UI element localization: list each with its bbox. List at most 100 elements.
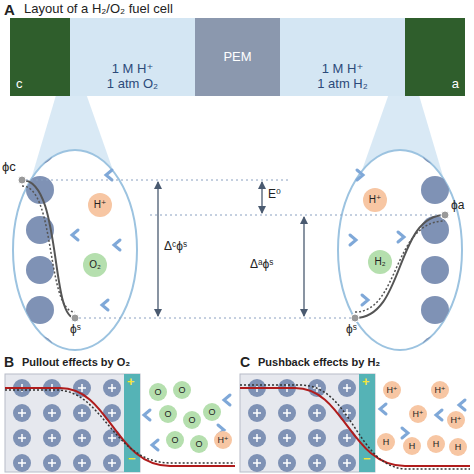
potential-curve <box>22 180 75 318</box>
hydrogen-atom: H <box>449 438 467 456</box>
circle-text: H₂ <box>374 256 385 268</box>
circle-text: O <box>171 435 178 445</box>
circle-text: H <box>433 439 440 449</box>
cathode-electrode: c <box>10 18 70 96</box>
cation-sign <box>78 434 86 442</box>
cation-sign <box>108 384 116 392</box>
hydrogen-atom: H <box>377 433 395 451</box>
cation <box>248 454 266 472</box>
cation <box>73 454 91 472</box>
cation-sign <box>313 409 321 417</box>
panel-letter: B <box>4 354 14 370</box>
cation <box>43 404 61 422</box>
cation-sign <box>253 434 261 442</box>
potential-curve <box>22 186 75 312</box>
cation-sign <box>78 459 86 467</box>
anode-electrode: a <box>405 18 465 96</box>
proton-circle: H⁺ <box>88 193 112 217</box>
cation-sign <box>18 459 26 467</box>
oxygen-atom: O <box>190 435 208 453</box>
potential-label: ϕc <box>2 160 16 175</box>
cation <box>103 429 121 447</box>
proton-circle: H⁺ <box>409 405 427 423</box>
electrode-atom <box>421 216 449 244</box>
potential-label: ϕˢ <box>70 323 81 337</box>
panel-letter: C <box>240 354 250 370</box>
cation <box>73 404 91 422</box>
cation <box>13 454 31 472</box>
hydrogen-atom: H <box>403 437 421 455</box>
circle-text: H⁺ <box>217 435 228 445</box>
cation-sign <box>253 459 261 467</box>
circle-text: O₂ <box>89 259 101 271</box>
proton-circle: H⁺ <box>431 381 449 399</box>
cation-sign <box>48 459 56 467</box>
circle-text: O <box>208 407 215 417</box>
proton-circle: H⁺ <box>383 381 401 399</box>
anode-compartment: 1 M H⁺1 atm H₂ <box>280 18 405 96</box>
circle-text: O <box>195 439 202 449</box>
cation-sign <box>18 434 26 442</box>
oxygen-atom: O <box>159 405 177 423</box>
cation <box>338 379 356 397</box>
electrode-atom <box>26 296 54 324</box>
cation <box>338 429 356 447</box>
cation <box>43 429 61 447</box>
circle-text: O <box>178 385 185 395</box>
circle-text: H⁺ <box>386 385 397 395</box>
cation-sign <box>108 459 116 467</box>
cation-sign <box>283 409 291 417</box>
box-text: 1 M H⁺ <box>112 62 154 77</box>
circle-text: H⁺ <box>450 415 461 425</box>
cation <box>248 404 266 422</box>
panel-title: Pullout effects by O₂ <box>22 356 130 369</box>
potential-label: ϕˢ <box>346 323 357 337</box>
cathode-compartment: 1 M H⁺1 atm O₂ <box>70 18 195 96</box>
cation <box>308 429 326 447</box>
oxygen-atom: O <box>149 383 167 401</box>
hydrogen-circle: H₂ <box>368 250 392 274</box>
cation-sign <box>108 434 116 442</box>
cation <box>278 404 296 422</box>
cation <box>73 429 91 447</box>
box-text: a <box>452 77 459 92</box>
cation-sign <box>343 409 351 417</box>
panel-letter: A <box>4 1 15 18</box>
panel-title: Pushback effects by H₂ <box>258 356 380 369</box>
circle-text: H⁺ <box>434 385 445 395</box>
cation-sign <box>108 409 116 417</box>
proton-circle: H⁺ <box>363 188 387 212</box>
box-text: 1 atm H₂ <box>317 77 368 92</box>
cation <box>43 454 61 472</box>
charge-profile <box>5 388 235 466</box>
circle-text: O <box>188 415 195 425</box>
oxygen-atom: O <box>203 403 221 421</box>
charge-sign: − <box>363 452 371 467</box>
oxygen-circle: O₂ <box>83 253 107 277</box>
electrode-atom <box>26 136 54 164</box>
electrode-atom <box>26 256 54 284</box>
circle-text: H⁺ <box>412 409 423 419</box>
box-text: c <box>16 77 23 92</box>
panel-title: Layout of a H₂/O₂ fuel cell <box>24 2 173 17</box>
cation <box>278 454 296 472</box>
electrode-surface <box>124 374 140 472</box>
cation-sign <box>283 459 291 467</box>
electrode-surface <box>359 374 375 472</box>
cation <box>338 454 356 472</box>
electrode-atom <box>421 296 449 324</box>
potential-label: Δᶜϕˢ <box>164 240 187 254</box>
cation-sign <box>78 409 86 417</box>
cation-sign <box>283 434 291 442</box>
cation-sign <box>313 434 321 442</box>
potential-curve <box>355 221 445 312</box>
box-text: 1 M H⁺ <box>322 62 364 77</box>
cation-sign <box>343 459 351 467</box>
cation-sign <box>18 409 26 417</box>
level-line <box>26 180 441 318</box>
circle-text: H⁺ <box>369 194 382 206</box>
proton-circle: H⁺ <box>214 431 232 449</box>
charge-sign: + <box>127 375 135 390</box>
electrode-atom <box>421 136 449 164</box>
cation <box>13 404 31 422</box>
